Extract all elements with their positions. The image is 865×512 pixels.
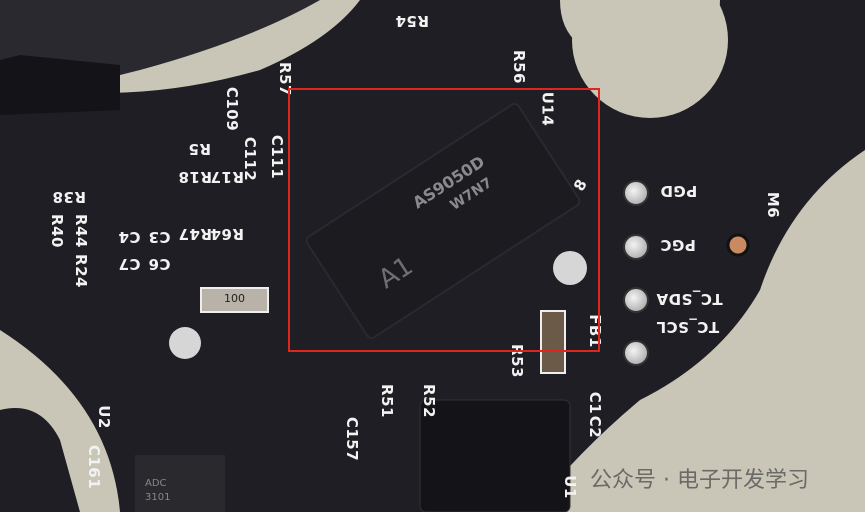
pgc-pad <box>623 234 649 260</box>
u1-chip <box>419 399 571 512</box>
ferrite-bead <box>540 310 566 374</box>
adc-marking-2: 3101 <box>145 492 171 503</box>
label-tc-sda: TC_SDA <box>656 290 723 308</box>
label-c2: C2 <box>586 415 605 439</box>
resistor-value: 100 <box>224 292 245 305</box>
label-c4: C4 <box>118 228 141 246</box>
label-m6: M6 <box>764 191 783 219</box>
label-r47: R47 <box>178 225 212 243</box>
adc-marking: ADC <box>145 478 167 489</box>
label-r40: R40 <box>47 214 66 248</box>
pgd-pad <box>623 180 649 206</box>
label-r18: R18 <box>178 168 212 186</box>
label-u2: U2 <box>94 405 113 429</box>
highlight-box <box>288 88 600 352</box>
label-r56: R56 <box>509 50 528 84</box>
label-pgc: PGC <box>660 236 696 254</box>
label-c1: C1 <box>586 391 605 415</box>
u2-chip <box>135 455 225 512</box>
label-c157: C157 <box>343 416 362 462</box>
label-tc-scl: TC_SCL <box>656 318 720 336</box>
m6-pad <box>726 233 750 257</box>
label-c7: C7 <box>118 255 141 273</box>
tc-sda-pad <box>623 287 649 313</box>
label-u1: U1 <box>560 475 579 499</box>
label-r17: R17 <box>210 168 244 186</box>
label-r52: R52 <box>419 384 438 418</box>
label-pgd: PGD <box>660 182 698 200</box>
label-r24: R24 <box>71 254 90 288</box>
label-c6: C6 <box>148 255 171 273</box>
label-c111: C111 <box>268 134 287 180</box>
label-c109: C109 <box>223 86 242 132</box>
label-r38: R38 <box>52 188 86 206</box>
mounting-pad <box>169 327 201 359</box>
resistor-100: 100 <box>200 287 269 313</box>
label-r5: R5 <box>188 140 211 158</box>
label-c161: C161 <box>85 444 104 490</box>
tc-scl-pad <box>623 340 649 366</box>
label-r64: R64 <box>210 225 244 243</box>
mounting-pad <box>553 251 587 285</box>
label-r54: R54 <box>395 12 429 30</box>
label-r51: R51 <box>377 384 396 418</box>
label-r44: R44 <box>71 214 90 248</box>
label-c3: C3 <box>148 228 171 246</box>
watermark: 公众号 · 电子开发学习 <box>590 468 809 493</box>
